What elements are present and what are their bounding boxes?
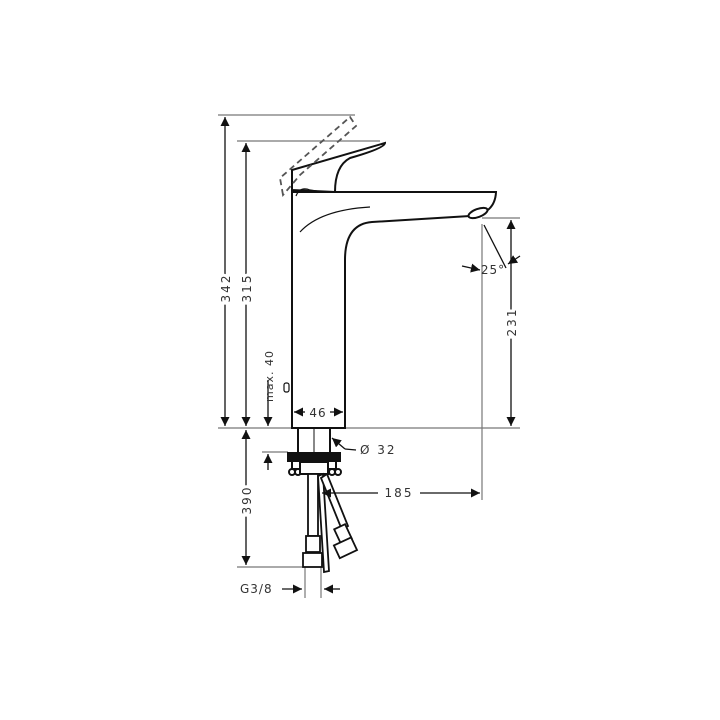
reference-lines (218, 114, 520, 598)
dim-185-label: 185 (385, 486, 414, 500)
dim-342-label: 342 (219, 274, 233, 303)
dimension-lines (220, 117, 521, 594)
lever-raised-outline (279, 115, 358, 198)
mounting-base (287, 427, 342, 476)
dim-dia32-label: Ø 32 (360, 443, 397, 457)
dim-max40-label: max. 40 (263, 350, 276, 402)
dim-46-label: 46 (309, 406, 326, 420)
dim-g38-label: G3/8 (240, 582, 273, 596)
supply-hoses (302, 472, 359, 574)
faucet-body (283, 141, 498, 429)
dim-390-label: 390 (240, 486, 254, 515)
dim-25deg-label: 25° (481, 263, 505, 277)
dim-315-label: 315 (240, 274, 254, 303)
dim-231-label: 231 (505, 308, 519, 337)
